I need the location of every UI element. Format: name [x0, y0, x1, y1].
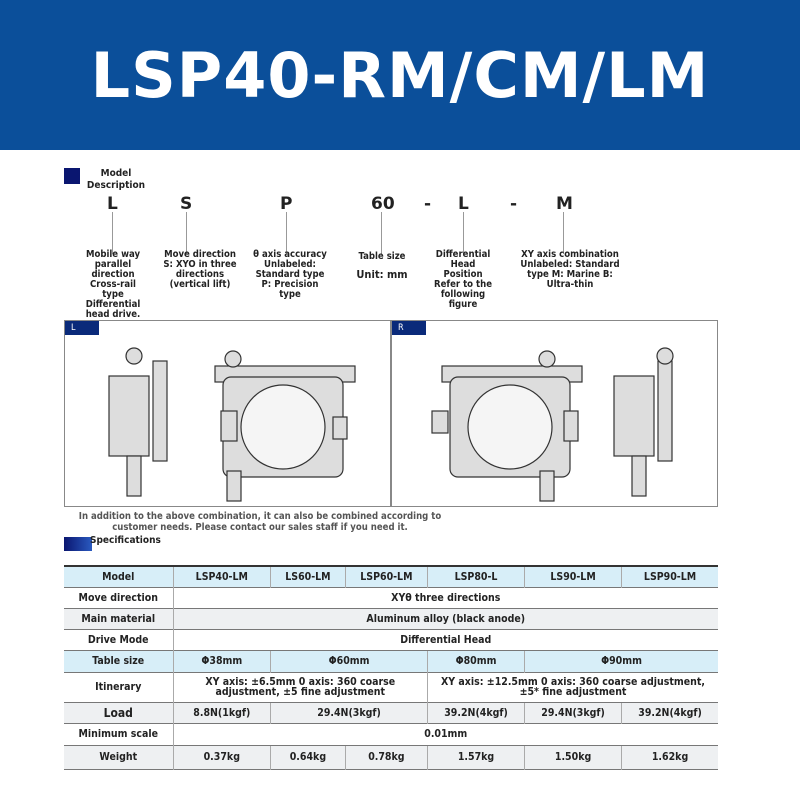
- cell: 1.57kg: [426, 744, 525, 769]
- cell: 0.37kg: [172, 744, 271, 769]
- title-banner: LSP40-RM/CM/LM: [0, 0, 800, 150]
- row-label: Itinerary: [64, 671, 173, 702]
- header-cell: LSP80-L: [426, 565, 525, 587]
- leader-line: [381, 212, 382, 254]
- table-row: Itinerary XY axis: ±6.5mm 0 axis: 360 co…: [64, 671, 718, 702]
- leader-line: [563, 212, 564, 254]
- stage-drawing-left: [108, 347, 356, 502]
- row-label: Weight: [64, 744, 173, 769]
- code-char: S: [180, 194, 193, 214]
- specifications-title: Specifications: [90, 535, 161, 546]
- row-label: Drive Mode: [64, 628, 173, 650]
- cell: Φ38mm: [172, 649, 271, 672]
- cell: Differential Head: [172, 628, 718, 650]
- cell: XYθ three directions: [172, 586, 718, 608]
- row-label: Table size: [64, 649, 173, 672]
- stage-drawing-right: [431, 347, 674, 502]
- header-cell: LS60-LM: [270, 565, 346, 587]
- header-cell: LSP90-LM: [621, 565, 718, 587]
- page-title: LSP40-RM/CM/LM: [90, 38, 710, 112]
- leader-line: [186, 212, 187, 254]
- row-label: Main material: [64, 607, 173, 629]
- table-row: Table size Φ38mm Φ60mm Φ80mm Φ90mm: [64, 649, 718, 672]
- cell: Φ80mm: [426, 649, 525, 672]
- leader-line: [112, 212, 113, 254]
- table-row: Load 8.8N(1kgf) 29.4N(3kgf) 39.2N(4kgf) …: [64, 701, 718, 723]
- model-description-title: Model Description: [86, 168, 146, 191]
- specifications-table: Model LSP40-LM LS60-LM LSP60-LM LSP80-L …: [64, 565, 718, 770]
- cell: Φ90mm: [524, 649, 718, 672]
- header-cell: Model: [64, 565, 173, 587]
- code-char: L: [458, 194, 469, 214]
- combination-note: In addition to the above combination, it…: [78, 511, 442, 533]
- cell: 39.2N(4kgf): [426, 701, 525, 723]
- panel-tag: R: [392, 321, 426, 335]
- cell: XY axis: ±6.5mm 0 axis: 360 coarse adjus…: [172, 671, 428, 702]
- row-label: Minimum scale: [64, 722, 173, 745]
- table-row: Weight 0.37kg 0.64kg 0.78kg 1.57kg 1.50k…: [64, 744, 718, 769]
- cell: 1.62kg: [621, 744, 718, 769]
- cell: 8.8N(1kgf): [172, 701, 271, 723]
- code-char: M: [556, 194, 573, 214]
- panel-tag: L: [65, 321, 99, 335]
- leader-line: [286, 212, 287, 254]
- table-row-header: Model LSP40-LM LS60-LM LSP60-LM LSP80-L …: [64, 565, 718, 587]
- cell: 0.78kg: [344, 744, 428, 769]
- cell: XY axis: ±12.5mm 0 axis: 360 coarse adju…: [427, 671, 718, 702]
- code-dash: -: [424, 194, 432, 214]
- cell: 0.01mm: [172, 722, 718, 745]
- leader-line: [463, 212, 464, 254]
- cell: Aluminum alloy (black anode): [172, 607, 718, 629]
- cell: Φ60mm: [270, 649, 428, 672]
- code-char: 60: [371, 194, 395, 214]
- figure-panel-left: L: [64, 320, 391, 507]
- section-marker-icon: [64, 168, 80, 184]
- cell: 1.50kg: [524, 744, 622, 769]
- cell: 29.4N(3kgf): [524, 701, 622, 723]
- header-cell: LSP60-LM: [344, 565, 428, 587]
- row-label: Move direction: [64, 586, 173, 608]
- figure-panel-right: R: [391, 320, 718, 507]
- section-marker-icon: [64, 537, 92, 551]
- cell: 29.4N(3kgf): [270, 701, 428, 723]
- row-label: Load: [64, 701, 173, 723]
- code-char: L: [107, 194, 118, 214]
- cell: 0.64kg: [270, 744, 346, 769]
- header-cell: LSP40-LM: [172, 565, 271, 587]
- code-dash: -: [510, 194, 518, 214]
- header-cell: LS90-LM: [524, 565, 622, 587]
- code-char: P: [280, 194, 293, 214]
- cell: 39.2N(4kgf): [621, 701, 718, 723]
